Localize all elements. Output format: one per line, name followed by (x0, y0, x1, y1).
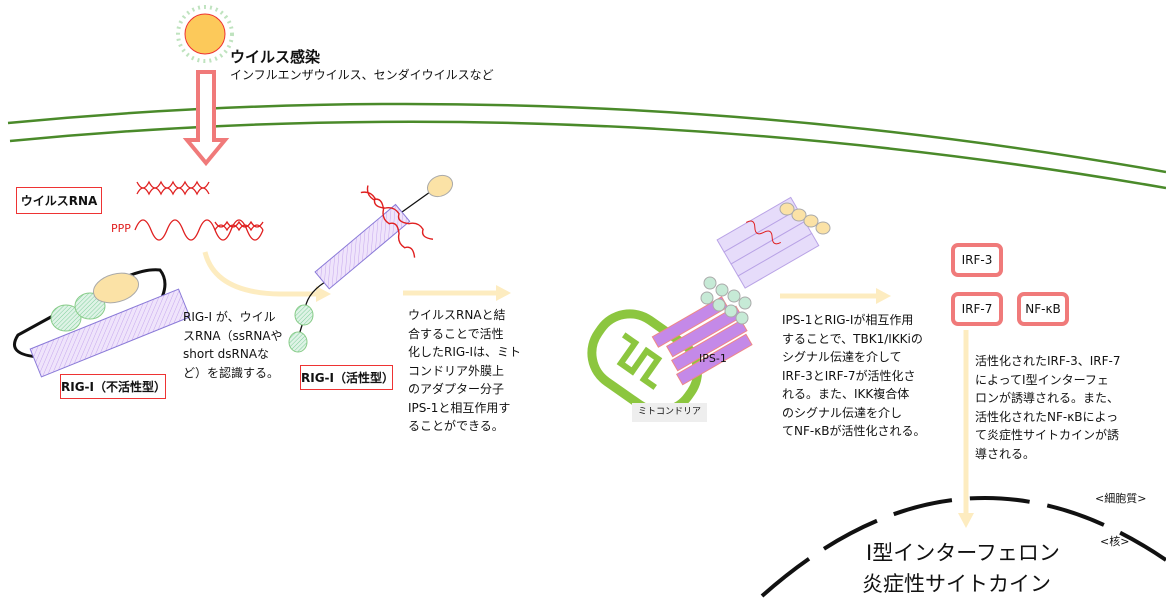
virus-icon (176, 5, 234, 63)
label-rig-i-active: RIG-I（活性型） (300, 365, 394, 390)
label-cytoplasm: <細胞質> (1095, 492, 1147, 505)
output-inflammatory-cytokines: 炎症性サイトカイン (862, 572, 1051, 596)
text-step2: ウイルスRNAと結 合することで活性 化したRIG-Iは、ミト コンドリア外膜上… (408, 308, 522, 433)
label-ips1: IPS-1 (699, 352, 727, 365)
label-ppp: PPP (111, 222, 131, 235)
ssrna-icon (134, 219, 264, 241)
label-nucleus: <核> (1100, 535, 1130, 548)
box-irf7: IRF-7 (951, 292, 1003, 326)
cell-membrane-inner (9, 120, 1166, 190)
box-irf3: IRF-3 (951, 243, 1003, 277)
label-rig-i-inactive: RIG-I（不活性型） (60, 374, 166, 399)
dsrna-icon (136, 180, 210, 196)
cell-membrane-outer (7, 102, 1166, 174)
output-type1-interferon: Ⅰ型インターフェロン (866, 541, 1060, 565)
text-step1: RIG-I が、ウイル スRNA（ssRNAや short dsRNAな ど）を… (183, 310, 283, 380)
rig-i-inactive-icon (13, 268, 191, 378)
label-mitochondria: ミトコンドリア (632, 403, 708, 422)
activation-arrow-icon (403, 285, 511, 301)
ips1-rig-i-complex-icon (651, 196, 831, 386)
recognition-arrow-icon (202, 251, 331, 302)
infection-arrow-icon (182, 70, 230, 167)
text-step4: 活性化されたIRF-3、IRF-7 によってⅠ型インターフェ ロンが誘導される。… (975, 354, 1121, 461)
text-step3: IPS-1とRIG-Iが相互作用 することで、TBK1/IKKiの シグナル伝達… (782, 313, 926, 438)
box-nfkb: NF-κB (1017, 292, 1069, 326)
induction-arrow-icon (958, 330, 974, 528)
title-virus-infection: ウイルス感染 (230, 48, 321, 66)
signaling-arrow-icon (780, 288, 891, 304)
rig-i-active-icon (288, 174, 454, 353)
subtitle-virus-examples: インフルエンザウイルス、センダイウイルスなど (230, 68, 494, 82)
label-viral-rna: ウイルスRNA (16, 187, 102, 214)
